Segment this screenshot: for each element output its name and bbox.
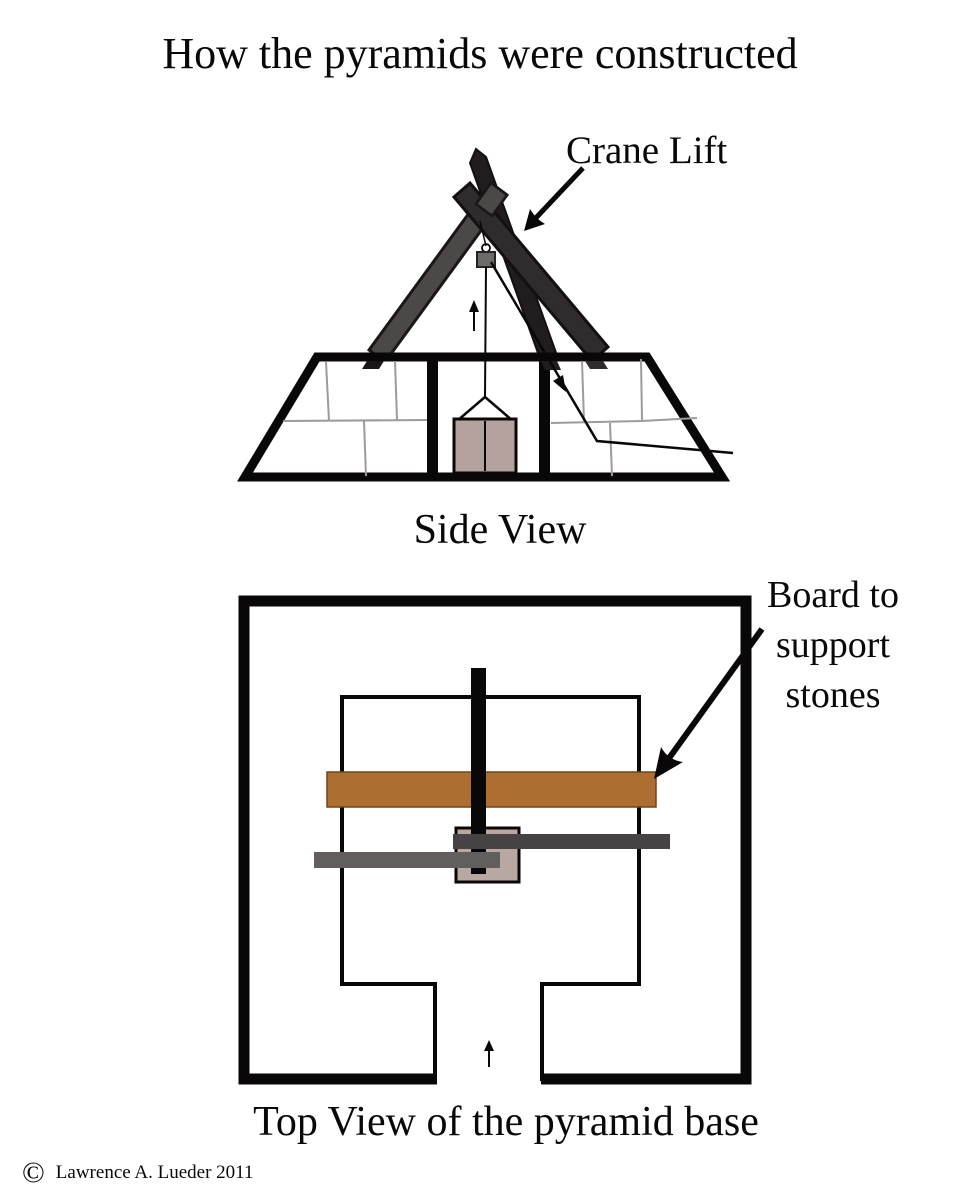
masonry-joint-lines [282, 358, 698, 477]
shaft-wall-left [427, 353, 438, 481]
copyright-credit: Lawrence A. Lueder 2011 [55, 1162, 254, 1183]
copyright-line: © Lawrence A. Lueder 2011 [22, 1158, 253, 1188]
board-label-line-2: support [776, 624, 890, 666]
crane-label-arrow [524, 166, 585, 231]
page-title: How the pyramids were constructed [162, 29, 798, 78]
crane-lift-label: Crane Lift [566, 129, 728, 172]
outer-base-outline [238, 595, 752, 1085]
entry-arrowhead [484, 1040, 494, 1051]
support-board [326, 771, 657, 808]
apex-rope [479, 220, 487, 247]
stone-sling-ropes [456, 396, 514, 422]
vertical-lever-beam [471, 668, 486, 874]
left-beam-foot [362, 361, 384, 369]
pyramid-top-view [238, 595, 752, 1085]
right-beam-foot [585, 361, 608, 369]
board-label-line-3: stones [785, 674, 881, 716]
crane-right-beam [451, 180, 611, 364]
medium-gray-lever [314, 852, 500, 868]
board-label-arrow [654, 627, 765, 779]
up-arrowhead [469, 300, 479, 312]
dark-gray-lever [453, 834, 670, 849]
copyright-icon: © [22, 1156, 45, 1189]
top-view-caption: Top View of the pyramid base [253, 1099, 759, 1145]
board-label-line-1: Board to [767, 574, 899, 616]
pull-direction-arrowhead [553, 375, 566, 392]
crane-left-beam-tip [474, 181, 509, 218]
shaft-wall-right [539, 353, 550, 481]
side-view-caption: Side View [413, 507, 587, 553]
pull-rope-diagonal [489, 261, 734, 455]
pyramid-side-view [237, 352, 731, 482]
board-support-label: Board to support stones [733, 570, 933, 720]
crane-lift-frame [366, 147, 611, 369]
hoist-assembly [452, 220, 734, 475]
inner-chamber-outline [340, 695, 641, 1081]
lift-rope-vertical [484, 266, 487, 398]
